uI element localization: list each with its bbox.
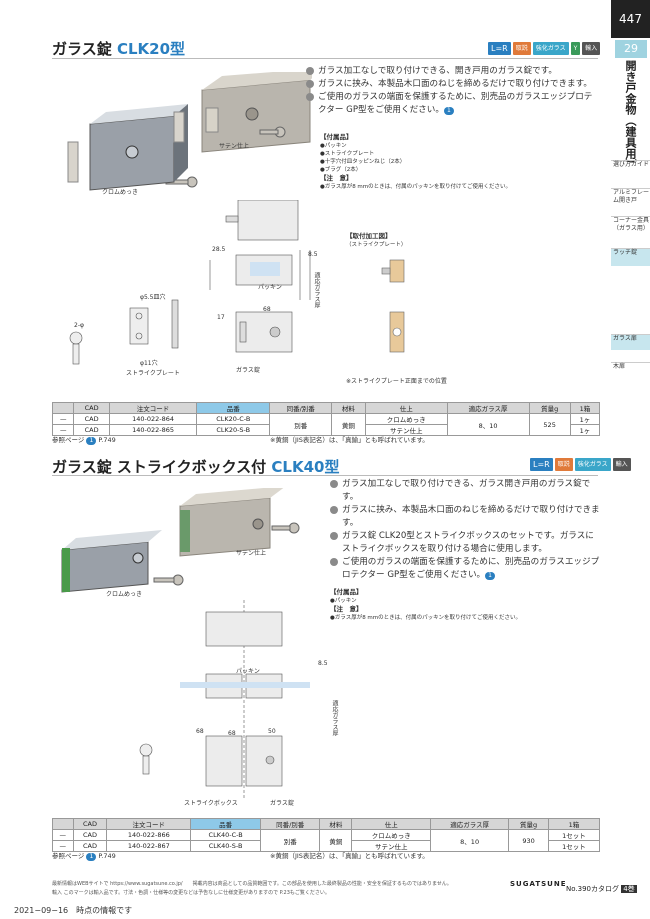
divider xyxy=(52,58,598,59)
dim-label: 17 xyxy=(217,314,225,321)
product1-title: ガラス錠 CLK20型 xyxy=(52,40,186,58)
finish-satin-label: サテン仕上 xyxy=(236,550,267,557)
product2-accessories: 【付属品】 ●パッキン 【注 意】 ●ガラス厚が8 mmのときは、付属のパッキン… xyxy=(330,588,521,621)
lr-badge: L=R xyxy=(488,42,511,55)
feature-item: ガラス加工なしで取り付けできる、ガラス開き戸用のガラス錠です。 xyxy=(330,478,602,504)
product2-drawing xyxy=(139,600,310,800)
glass-thickness-label: 適応ガラス厚 xyxy=(331,700,338,736)
feature-item: ガラス錠 CLK20型とストライクボックスのセットです。ガラスにストライクボック… xyxy=(330,530,602,556)
gp-ref-badge[interactable]: 1 xyxy=(485,572,495,580)
tempered-glass-badge: 強化ガラス xyxy=(574,458,611,471)
nav-item-latch[interactable]: ラッチ錠 xyxy=(611,248,650,266)
strike-plate-label: ストライクプレート xyxy=(126,370,180,377)
product2-ref: 参照ページ 1 P.749 xyxy=(52,852,116,861)
hole-55-label: φ5.5皿穴 xyxy=(140,294,166,301)
import-badge: 輸入 xyxy=(612,458,631,471)
dim-label: 68 xyxy=(196,728,204,735)
product2-features: ガラス加工なしで取り付けできる、ガラス開き戸用のガラス錠です。 ガラスに挟み、本… xyxy=(330,478,602,582)
product2-badges: L=R 取説 強化ガラス 輸入 xyxy=(530,458,631,471)
dim-label: 50 xyxy=(268,728,276,735)
dim-label: 28.5 xyxy=(212,246,226,253)
nav-item-corner[interactable]: コーナー金具（ガラス用） xyxy=(611,216,650,242)
page-number: 447 xyxy=(611,0,650,38)
finish-chrome-label: クロムめっき xyxy=(102,189,139,196)
cad-link[interactable]: CAD xyxy=(73,424,110,436)
manual-badge: 取説 xyxy=(512,42,531,55)
nav-item-aluminium[interactable]: アルミフレーム開き戸 xyxy=(611,188,650,216)
footer-line2: 輸入 このマークは輸入品です。寸法・色調・仕様等の変更などは予告なしに仕様変更が… xyxy=(52,890,330,896)
glass-thickness-label: 適応ガラス厚 xyxy=(313,272,320,308)
glass-lock-label: ガラス錠 xyxy=(236,367,260,374)
mounting-drawing xyxy=(381,259,405,353)
catalog-label: No.390カタログ 4巻 xyxy=(566,885,637,893)
import-badge: 輸入 xyxy=(582,42,601,55)
section-title: 開き戸金物（建具用） xyxy=(624,60,637,170)
lr-badge: L=R xyxy=(530,458,553,471)
feature-item: ご使用のガラスの端面を保護するために、別売品のガラスエッジプロテクター GP型を… xyxy=(330,556,602,582)
product1-accessories: 【付属品】 ●パッキン ●ストライクプレート ●十字穴付皿タッピンねじ（2本） … xyxy=(320,133,511,190)
divider xyxy=(52,475,598,476)
product1-drawing xyxy=(69,200,311,365)
footer-line1: 最新情報はWEBサイトで https://www.sugatsune.co.jp… xyxy=(52,881,452,887)
product1-table-note: ※黄銅（JIS表記名）は、「真鍮」とも呼ばれています。 xyxy=(270,436,429,444)
dim-label: 2-φ xyxy=(74,322,84,329)
cad-link[interactable]: CAD xyxy=(73,413,110,425)
mounting-title: 【取付加工図】（ストライクプレート） xyxy=(346,232,407,248)
product1-features: ガラス加工なしで取り付けできる、開き戸用のガラス錠です。 ガラスに挟み、本製品木… xyxy=(306,65,596,117)
brand-logo: SUGATSUNE xyxy=(510,880,567,888)
manual-badge: 取説 xyxy=(554,458,573,471)
product1-badges: L=R 取説 強化ガラス Y 輸入 xyxy=(488,42,601,55)
dim-label: 8.5 xyxy=(318,660,328,667)
gp-ref-badge[interactable]: 1 xyxy=(86,437,97,445)
dim-label: 68 xyxy=(228,730,236,737)
hole-11-label: φ11穴 xyxy=(140,360,158,367)
dim-label: 68 xyxy=(263,306,271,313)
timestamp: 2021−09−16 時点の情報です xyxy=(14,906,133,915)
satin-lock-image xyxy=(179,488,284,557)
gp-ref-badge[interactable]: 1 xyxy=(86,853,97,861)
feature-item: ガラス加工なしで取り付けできる、開き戸用のガラス錠です。 xyxy=(306,65,596,78)
feature-item: ご使用のガラスの端面を保護するために、別売品のガラスエッジプロテクター GP型を… xyxy=(306,91,596,117)
cad-link[interactable]: CAD xyxy=(72,840,108,852)
y-badge: Y xyxy=(570,42,581,55)
strike-box-label: ストライクボックス xyxy=(184,800,238,807)
mounting-note: ※ストライクプレート正面までの位置 xyxy=(346,378,447,385)
satin-lock-image xyxy=(201,72,312,153)
nav-item-wood-door[interactable]: 木扉 xyxy=(611,362,650,376)
glass-lock-label: ガラス錠 xyxy=(270,800,294,807)
finish-chrome-label: クロムめっき xyxy=(106,591,143,598)
section-number: 29 xyxy=(615,40,647,58)
nav-item-glass-door[interactable]: ガラス扉 xyxy=(611,334,650,350)
dim-label: 8.5 xyxy=(308,251,318,258)
packing-label: パッキン xyxy=(258,284,282,291)
finish-satin-label: サテン仕上 xyxy=(219,143,250,150)
product2-table-note: ※黄銅（JIS表記名）は、「真鍮」とも呼ばれています。 xyxy=(270,852,429,860)
feature-item: ガラスに挟み、本製品木口面のねじを締めるだけで取り付けできます。 xyxy=(330,504,602,530)
packing-label: パッキン xyxy=(236,668,260,675)
gp-ref-badge[interactable]: 1 xyxy=(443,107,454,115)
product1-ref: 参照ページ 1 P.749 xyxy=(52,436,116,445)
product2-title: ガラス錠 ストライクボックス付 CLK40型 xyxy=(52,458,340,476)
chrome-lock-image xyxy=(89,104,188,191)
feature-item: ガラスに挟み、本製品木口面のねじを締めるだけで取り付けできます。 xyxy=(306,78,596,91)
cad-link[interactable]: CAD xyxy=(72,829,108,841)
chrome-lock-image xyxy=(61,530,162,593)
product2-photo xyxy=(61,488,300,593)
product1-photo xyxy=(67,72,312,191)
tempered-glass-badge: 強化ガラス xyxy=(532,42,569,55)
nav-item-guide[interactable]: 選び方ガイド xyxy=(611,160,650,182)
section-tab-column: 447 29 開き戸金物（建具用） 選び方ガイド アルミフレーム開き戸 コーナー… xyxy=(611,0,650,919)
